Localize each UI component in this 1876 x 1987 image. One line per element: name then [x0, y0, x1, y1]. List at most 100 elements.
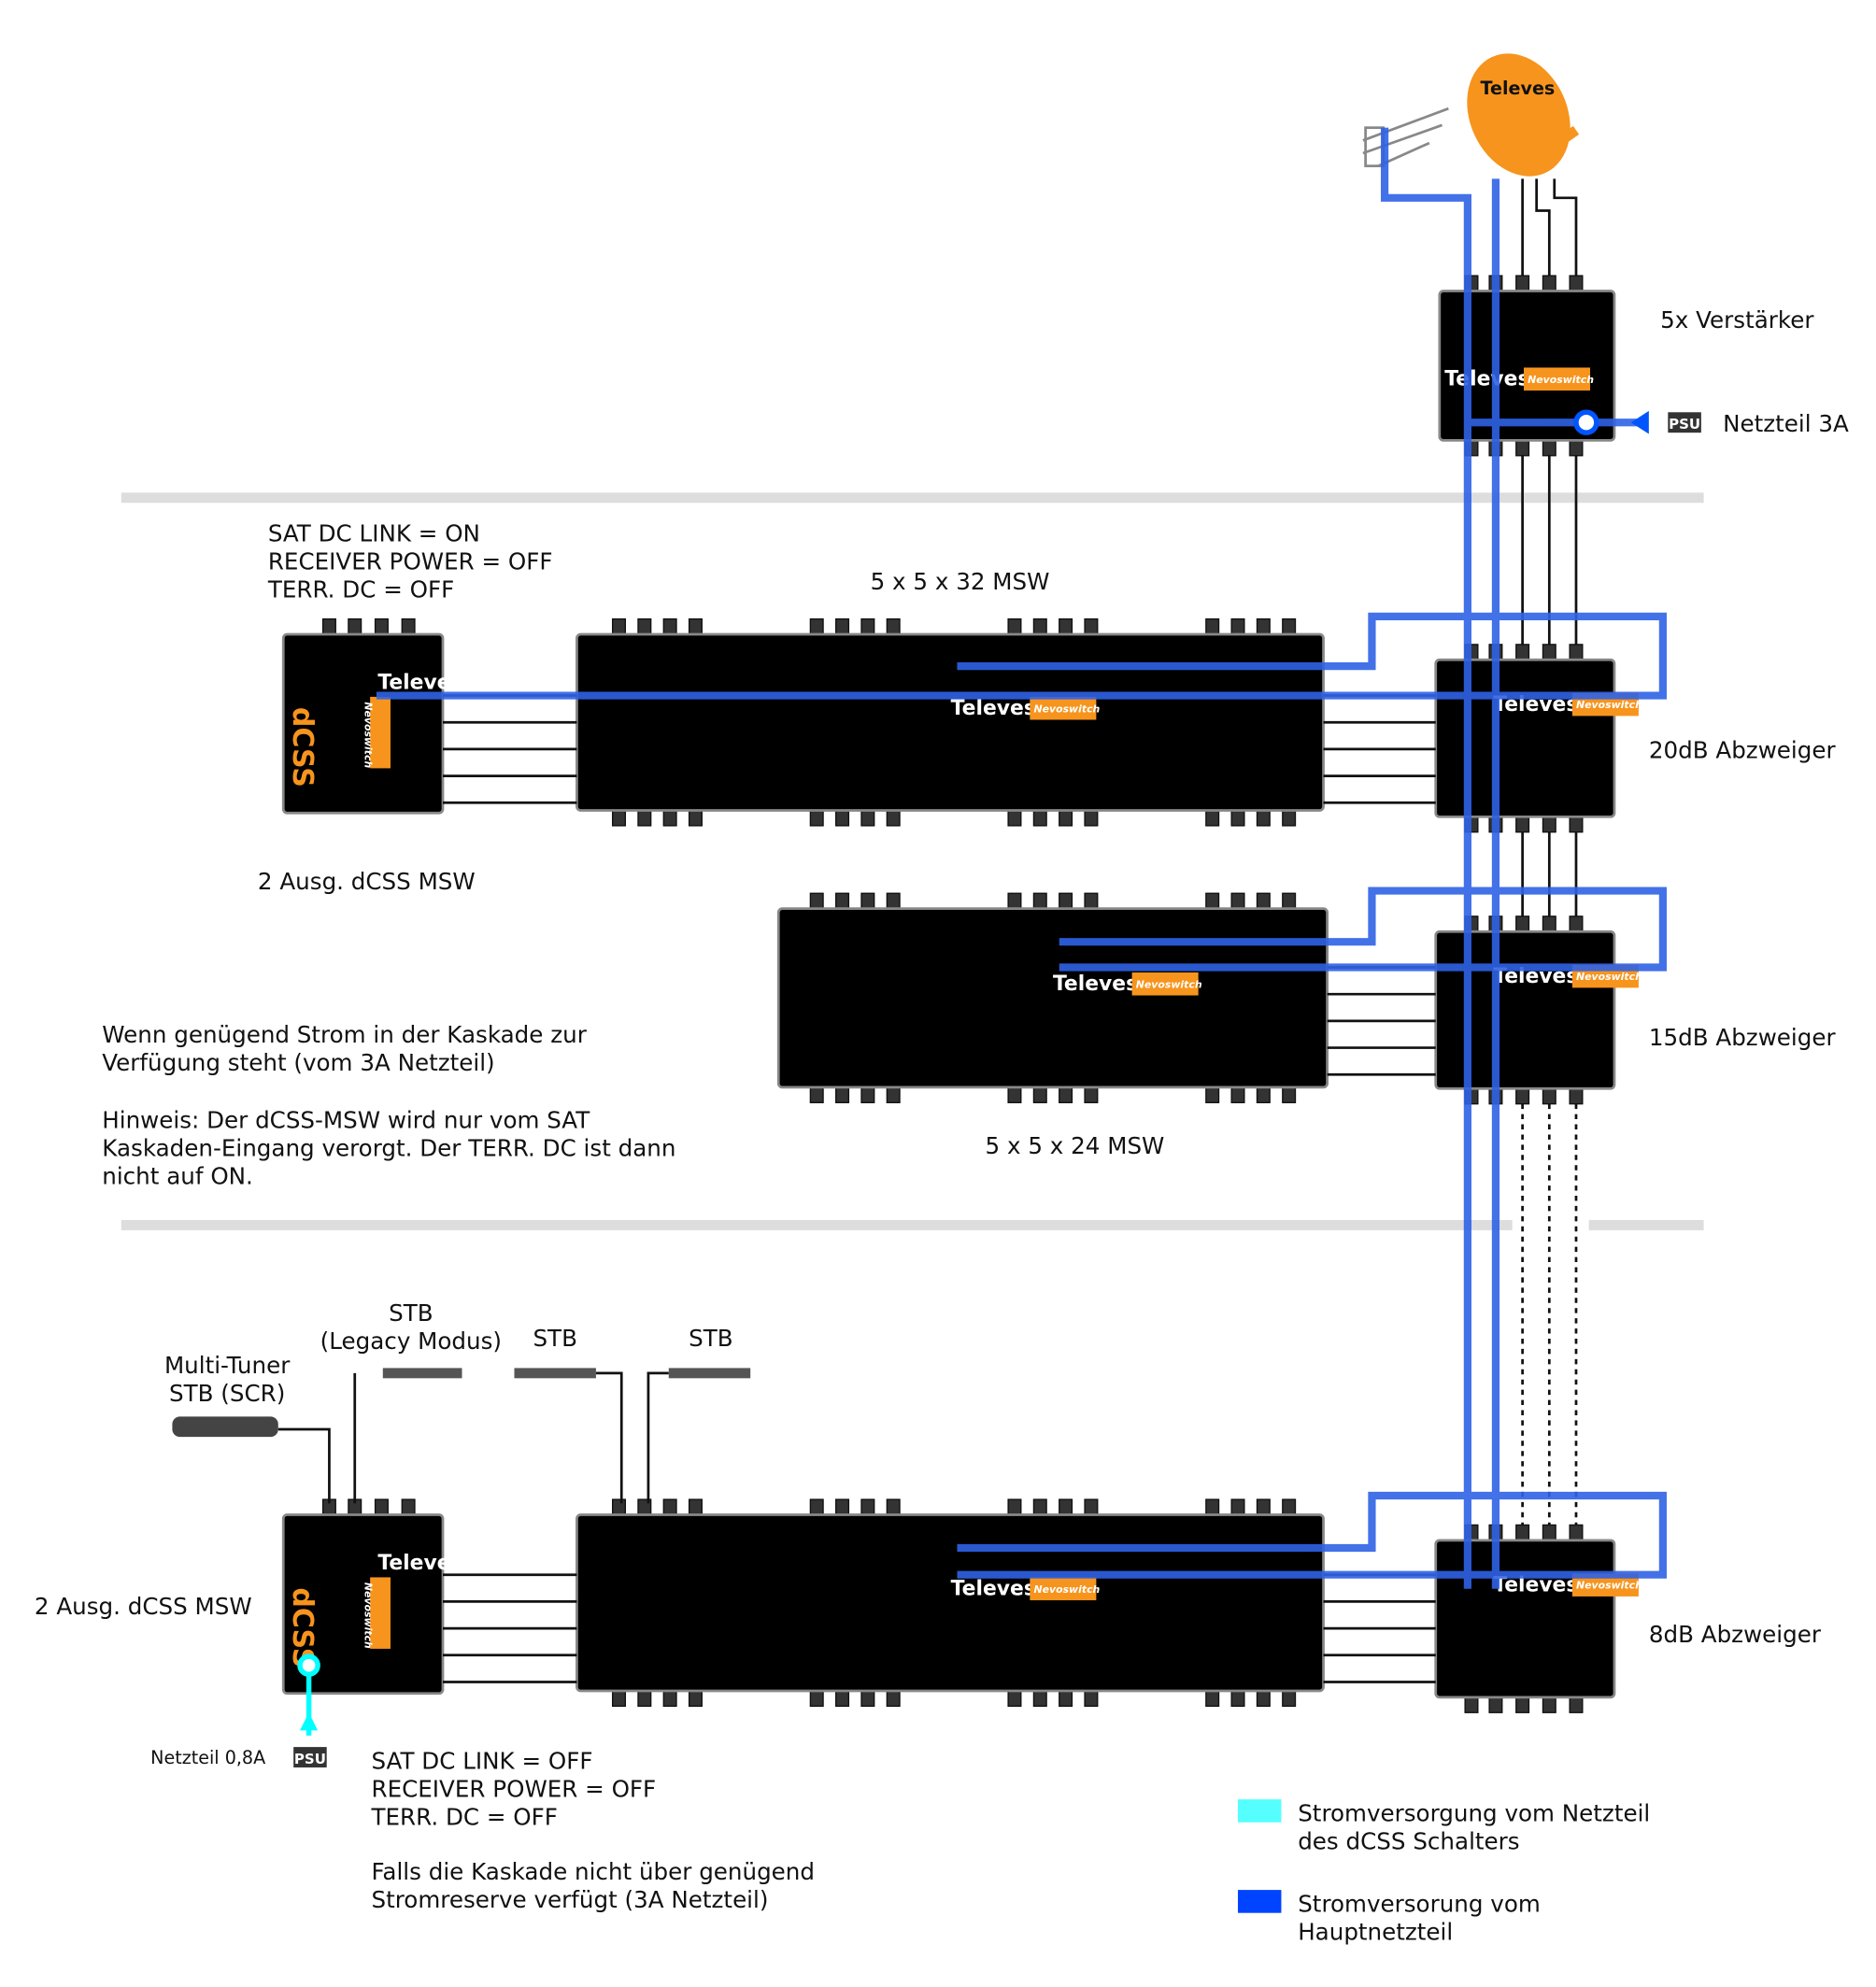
port: [1084, 1086, 1099, 1103]
port: [1205, 1690, 1220, 1708]
port: [662, 809, 677, 827]
port: [1256, 892, 1271, 910]
tap15-label: 15dB Abzweiger: [1649, 1024, 1837, 1051]
port: [1569, 644, 1584, 660]
msw32-label: 5 x 5 x 32 MSW: [871, 568, 1050, 595]
port: [374, 617, 389, 635]
arrow-icon: [300, 1712, 319, 1731]
svg-text:RECEIVER POWER = OFF: RECEIVER POWER = OFF: [268, 547, 553, 575]
port: [1515, 644, 1530, 660]
svg-text:SAT DC LINK = OFF: SAT DC LINK = OFF: [372, 1747, 593, 1774]
port: [401, 617, 416, 635]
port: [1205, 1086, 1220, 1103]
port: [1059, 1086, 1073, 1103]
msw24-label: 5 x 5 x 24 MSW: [986, 1132, 1165, 1159]
port: [1256, 1690, 1271, 1708]
port: [835, 1086, 850, 1103]
port: [835, 892, 850, 910]
svg-text:PSU: PSU: [1669, 416, 1700, 433]
port: [1084, 617, 1099, 635]
svg-text:TERR. DC = OFF: TERR. DC = OFF: [371, 1803, 558, 1830]
nevoswitch-logo: [1030, 696, 1097, 720]
nevoswitch-text: Nevoswitch: [1576, 971, 1642, 983]
port: [1007, 617, 1022, 635]
port: [1032, 892, 1047, 910]
main-power-path: [376, 127, 1667, 1589]
psu-main-label: Netzteil 3A: [1723, 410, 1849, 437]
multituner-stb: [172, 1416, 278, 1438]
brand-logo: Televes: [1053, 972, 1138, 996]
svg-text:RECEIVER POWER = OFF: RECEIVER POWER = OFF: [372, 1775, 657, 1802]
svg-text:STB (SCR): STB (SCR): [169, 1380, 285, 1407]
dish-logo: Televes: [1481, 78, 1556, 99]
port: [1569, 1087, 1584, 1105]
port: [1230, 1086, 1245, 1103]
dcss-logo: dCSS: [286, 707, 319, 788]
port: [611, 1498, 627, 1516]
port: [1007, 809, 1022, 827]
stb-legacy: [382, 1368, 462, 1379]
port: [321, 617, 336, 635]
port: [1515, 275, 1530, 292]
port: [886, 809, 901, 827]
nevoswitch-logo: [1131, 972, 1199, 996]
svg-text:STB: STB: [689, 1325, 732, 1352]
port: [611, 809, 627, 827]
svg-text:STB: STB: [533, 1325, 576, 1352]
port: [835, 1690, 850, 1708]
svg-text:Stromversorung vom: Stromversorung vom: [1298, 1890, 1541, 1917]
port: [1007, 892, 1022, 910]
svg-text:(Legacy Modus): (Legacy Modus): [320, 1327, 502, 1355]
port: [1059, 892, 1073, 910]
port: [688, 617, 703, 635]
legend-swatch-dcss: [1238, 1799, 1282, 1823]
brand-logo: Televes: [377, 672, 462, 695]
terrestrial-antenna-icon: [1362, 106, 1449, 168]
nevoswitch-text: Nevoswitch: [1576, 1580, 1642, 1592]
port: [1464, 1696, 1479, 1713]
port: [637, 617, 652, 635]
svg-text:Hauptnetzteil: Hauptnetzteil: [1298, 1918, 1453, 1945]
dcss-logo: dCSS: [286, 1587, 319, 1668]
arrow-icon: [1630, 410, 1649, 434]
svg-text:PSU: PSU: [294, 1751, 326, 1767]
port: [1515, 1524, 1530, 1541]
port: [401, 1498, 416, 1516]
port: [1515, 1087, 1530, 1105]
port: [1569, 816, 1584, 833]
port: [611, 617, 627, 635]
port: [1084, 1690, 1099, 1708]
port: [1282, 809, 1297, 827]
port: [1032, 617, 1047, 635]
brand-logo: Televes: [377, 1552, 462, 1575]
nevoswitch-logo: [370, 696, 391, 769]
port: [1542, 439, 1556, 457]
port: [1542, 915, 1556, 932]
svg-text:Multi-Tuner: Multi-Tuner: [164, 1352, 291, 1379]
port: [1282, 1690, 1297, 1708]
amplifier-label: 5x Verstärker: [1660, 306, 1814, 334]
port: [688, 1498, 703, 1516]
tap8-label: 8dB Abzweiger: [1649, 1621, 1822, 1648]
port: [1032, 809, 1047, 827]
port: [1059, 1690, 1073, 1708]
port: [1007, 1498, 1022, 1516]
port: [1032, 1086, 1047, 1103]
nevoswitch-text: Nevoswitch: [1033, 703, 1100, 715]
port: [809, 617, 824, 635]
port: [1488, 1696, 1503, 1713]
port: [1256, 617, 1271, 635]
port: [860, 1690, 875, 1708]
port: [1542, 1696, 1556, 1713]
port: [611, 1690, 627, 1708]
port: [886, 892, 901, 910]
port: [1205, 617, 1220, 635]
port: [1230, 1498, 1245, 1516]
nevoswitch-text: Nevoswitch: [1033, 1583, 1100, 1596]
port: [886, 1086, 901, 1103]
svg-text:Hinweis: Der dCSS-MSW wird nur: Hinweis: Der dCSS-MSW wird nur vom SAT: [102, 1107, 590, 1134]
